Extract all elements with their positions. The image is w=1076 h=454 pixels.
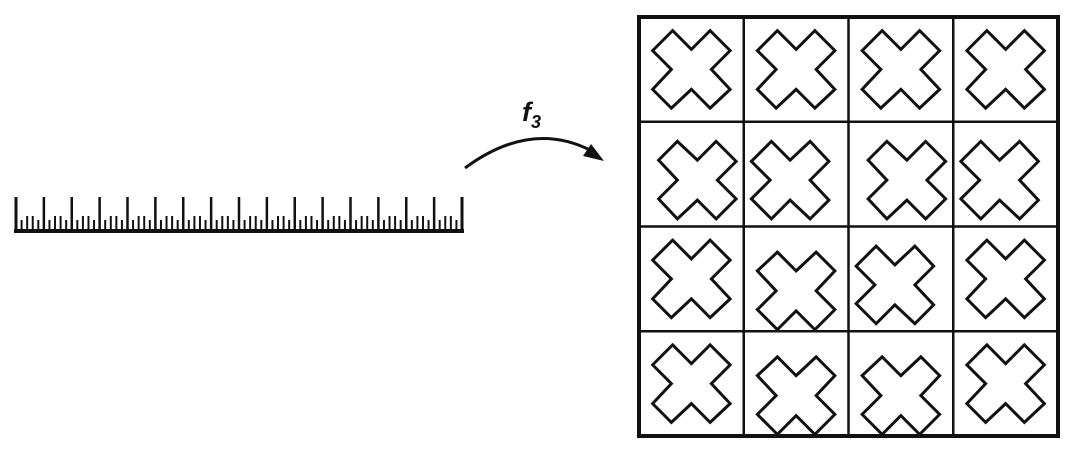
x-tile-shape xyxy=(959,139,1040,221)
x-tile-shape xyxy=(854,244,936,326)
map-label: f3 xyxy=(522,97,541,132)
ruler-ticks xyxy=(20,197,458,231)
arrow-curve xyxy=(464,137,591,170)
x-tile-shape xyxy=(860,29,942,110)
x-tile-shape xyxy=(866,139,948,221)
grid-lines xyxy=(639,17,1058,436)
x-tile-shape xyxy=(651,238,732,320)
arrow-head xyxy=(583,144,604,161)
x-tile-shape xyxy=(965,343,1046,424)
x-tile-shape xyxy=(860,355,942,436)
ruler xyxy=(14,197,464,233)
x-tile-shape xyxy=(657,139,738,221)
x-tile-shape xyxy=(755,250,837,332)
map-label-subscript: 3 xyxy=(531,112,541,132)
x-tile-shape xyxy=(749,139,831,221)
x-tile-shape xyxy=(755,29,837,110)
x-tile-shape xyxy=(965,29,1046,110)
x-tile-shape xyxy=(755,355,837,436)
tile-grid xyxy=(637,15,1060,438)
x-tile-shape xyxy=(651,343,732,424)
mapping-arrow xyxy=(464,137,604,170)
x-tile-shape xyxy=(651,29,732,110)
grid-border xyxy=(637,15,1060,438)
x-tile-shape xyxy=(965,238,1046,320)
